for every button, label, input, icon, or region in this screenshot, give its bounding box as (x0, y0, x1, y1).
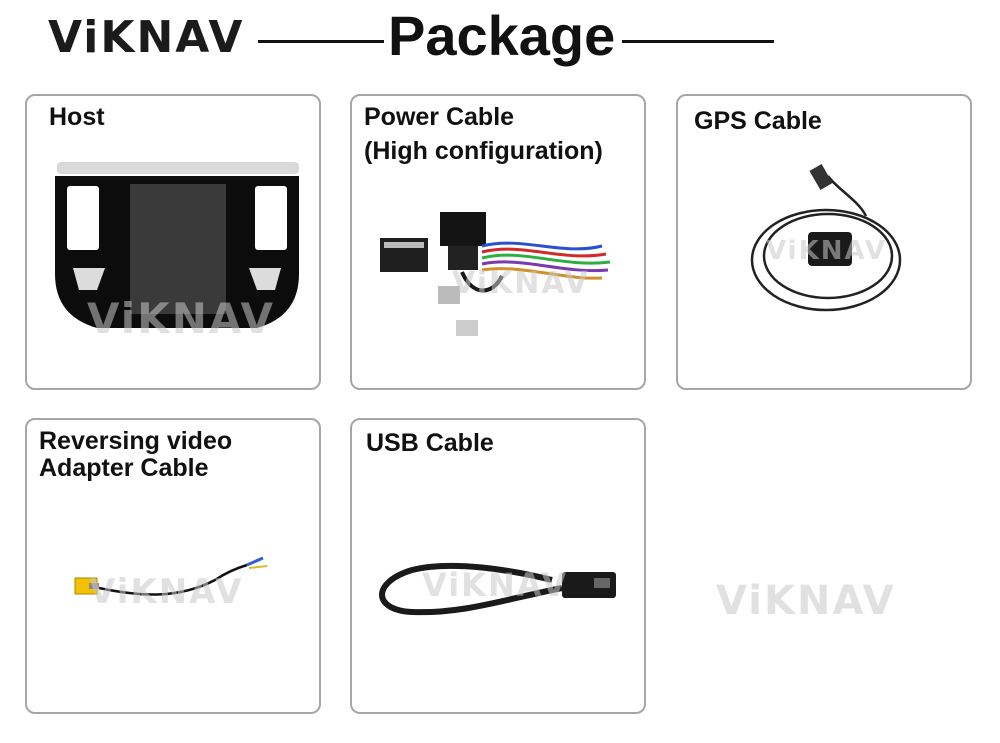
watermark: ViKNAV (87, 294, 276, 343)
reversing-cable-image (74, 556, 268, 596)
header-rule-left (258, 40, 384, 43)
item-label: Reversing video Adapter Cable (39, 427, 233, 482)
watermark: ViKNAV (89, 572, 244, 612)
power-cable-image (380, 212, 611, 336)
item-label: Host (49, 103, 105, 131)
page-title: Package (388, 4, 616, 67)
watermark: ViKNAV (422, 566, 569, 604)
item-label: GPS Cable (694, 107, 822, 135)
item-card-usb-cable: USB Cable ViKNAV (350, 418, 646, 714)
gps-cable-image (750, 163, 902, 312)
item-card-host: Host ViKNAV (25, 94, 321, 390)
item-card-power-cable: Power Cable (High configuration) ViKNAV (350, 94, 646, 390)
item-label: Power Cable (High configuration) (364, 103, 603, 165)
host-unit-image (55, 162, 299, 328)
brand-logo: ViKNAV (48, 12, 245, 63)
watermark: ViKNAV (716, 578, 896, 624)
usb-cable-image (379, 562, 616, 616)
header-rule-right (622, 40, 774, 43)
item-card-reversing-video-cable: Reversing video Adapter Cable ViKNAV (25, 418, 321, 714)
item-label: USB Cable (366, 429, 494, 457)
watermark: ViKNAV (766, 236, 887, 266)
item-card-gps-cable: GPS Cable ViKNAV (676, 94, 972, 390)
watermark: ViKNAV (452, 266, 590, 301)
